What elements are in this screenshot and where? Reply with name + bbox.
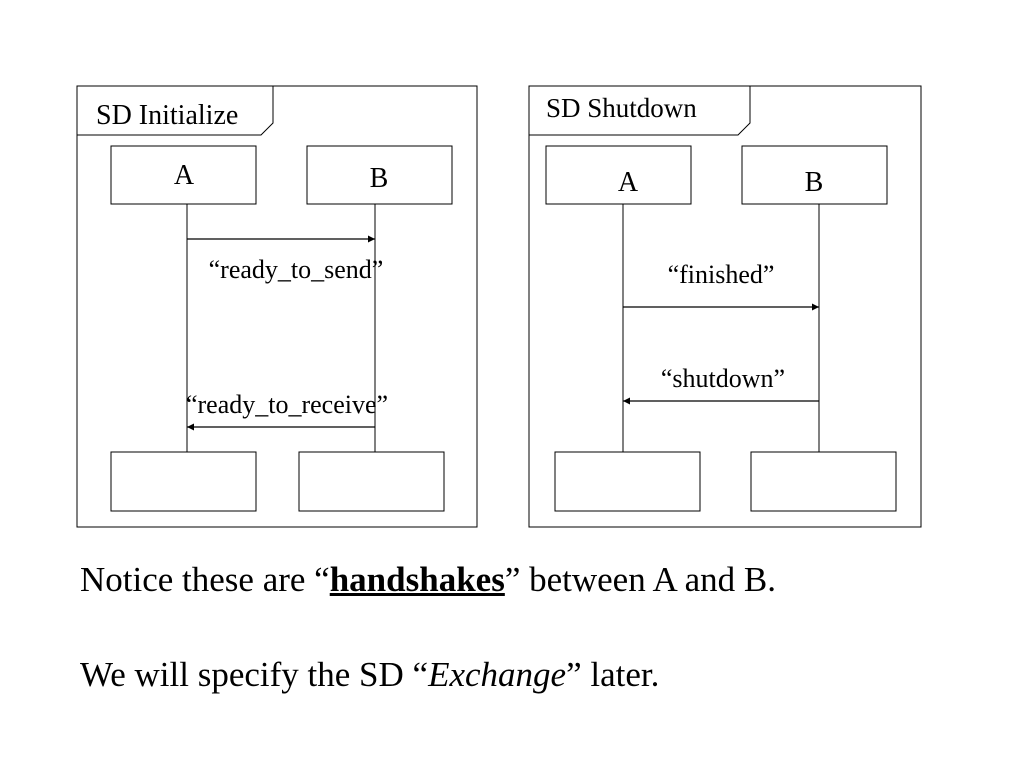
- sd-shutdown-frame-tab: [529, 85, 751, 136]
- note-text-end: ” later.: [566, 655, 660, 694]
- exchange-keyword: Exchange: [428, 655, 567, 694]
- lifeline-a-end-box: [110, 451, 257, 512]
- lifeline-b-end-box: [750, 451, 897, 512]
- message-ready-to-send: “ready_to_send”: [209, 255, 384, 284]
- lifeline-a-head: [545, 145, 692, 205]
- sd-initialize-frame-tab: [77, 85, 274, 136]
- sd-initialize-label: SD Initialize: [96, 100, 238, 131]
- lifeline-b-head: [306, 145, 453, 205]
- sequence-diagrams: SD Initialize A B “ready_to_send” “ready…: [76, 85, 922, 528]
- lifeline-a-label: A: [174, 160, 195, 191]
- handshakes-note: Notice these are “handshakes” between A …: [80, 562, 776, 597]
- handshakes-keyword: handshakes: [329, 560, 505, 599]
- lifeline-a-head: [110, 145, 257, 205]
- lifeline-a-end-box: [554, 451, 701, 512]
- note-text-start: We will specify the SD “: [80, 655, 429, 694]
- lifeline-b-end-box: [298, 451, 445, 512]
- note-text-start: Notice these are “: [80, 560, 330, 599]
- exchange-note: We will specify the SD “Exchange” later.: [80, 657, 659, 692]
- message-shutdown: “shutdown”: [661, 364, 785, 393]
- sd-shutdown-diagram: SD Shutdown A B “finished” “shutdown”: [528, 85, 922, 528]
- note-text-end: ” between A and B.: [504, 560, 777, 599]
- sd-initialize-diagram: SD Initialize A B “ready_to_send” “ready…: [76, 85, 478, 528]
- lifeline-b-label: B: [370, 163, 389, 194]
- lifeline-b-head: [741, 145, 888, 205]
- sd-shutdown-label: SD Shutdown: [546, 93, 697, 123]
- message-finished: “finished”: [668, 260, 775, 289]
- lifeline-a-label: A: [618, 167, 639, 198]
- lifeline-b-label: B: [805, 167, 824, 198]
- message-ready-to-receive: “ready_to_receive”: [186, 390, 388, 419]
- sd-initialize-frame: [76, 85, 478, 528]
